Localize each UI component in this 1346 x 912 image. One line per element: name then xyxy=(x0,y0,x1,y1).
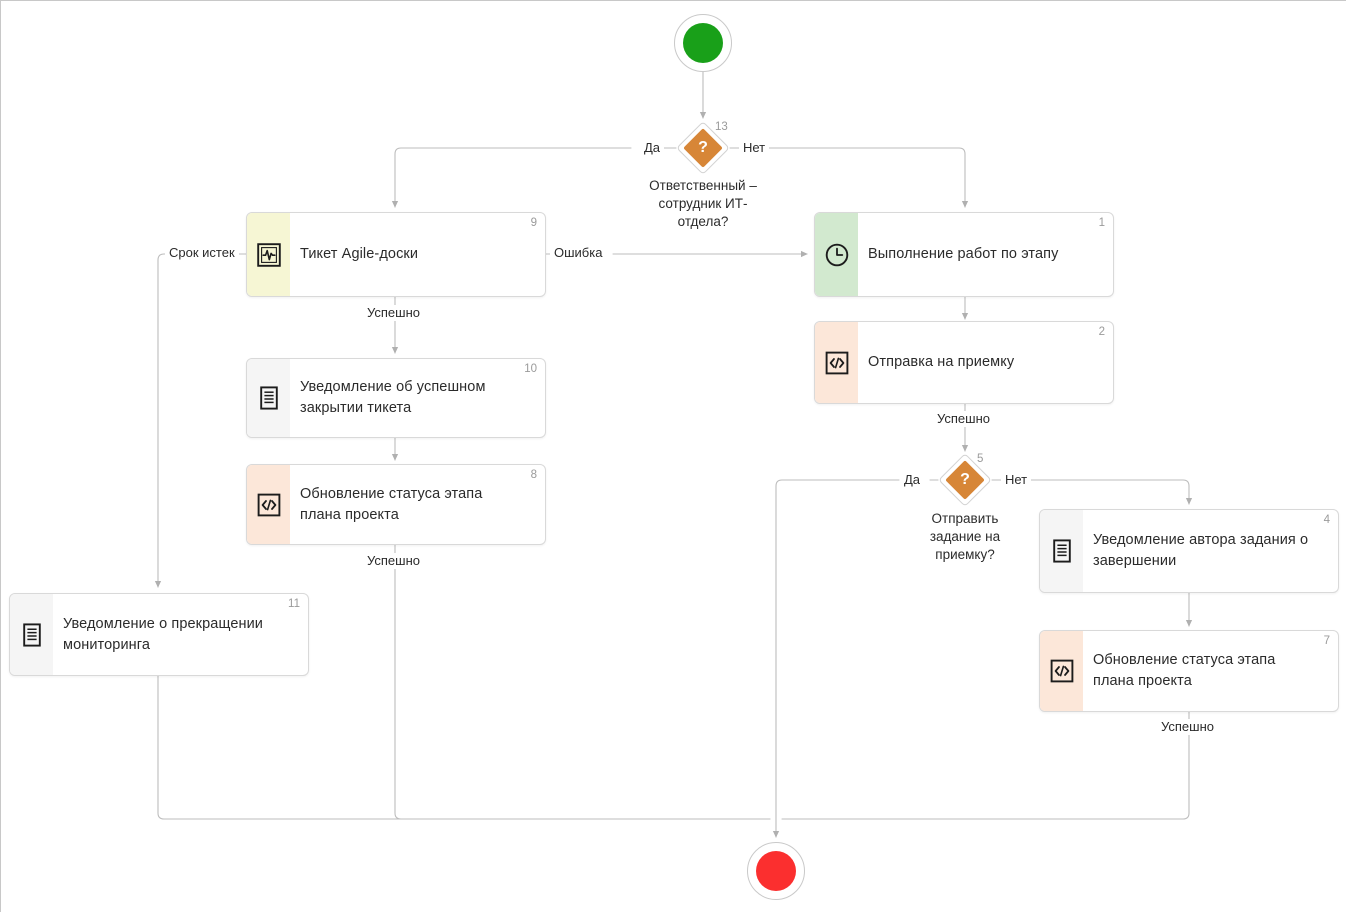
node-4-number: 4 xyxy=(1323,514,1330,526)
node-10-number: 10 xyxy=(524,363,537,375)
node-7-body: 7 Обновление статуса этапа плана проекта xyxy=(1083,631,1338,711)
node-1-execute-stage-work[interactable]: 1 Выполнение работ по этапу xyxy=(814,212,1114,297)
node-10-icon-strip xyxy=(247,359,290,437)
node-8-label: Обновление статуса этапа плана проекта xyxy=(300,484,482,526)
edge-label-gw5-yes: Да xyxy=(900,472,925,488)
edge-label-n9-expired: Срок истек xyxy=(165,245,239,261)
end-event[interactable] xyxy=(747,842,805,900)
code-brackets-icon xyxy=(825,351,848,374)
node-1-icon-strip xyxy=(815,213,858,296)
start-event-dot xyxy=(683,23,723,63)
node-7-update-stage-status[interactable]: 7 Обновление статуса этапа плана проекта xyxy=(1039,630,1339,712)
edge-label-n9-success: Успешно xyxy=(363,305,424,321)
edge-label-gw13-no: Нет xyxy=(739,140,770,156)
gateway-5-caption-line-3: приемку? xyxy=(935,547,995,562)
node-9-ticket-agile-board[interactable]: 9 Тикет Agile-доски xyxy=(246,212,546,297)
code-brackets-icon xyxy=(257,493,280,516)
code-brackets-icon xyxy=(1050,659,1073,683)
edge-label-gw13-yes: Да xyxy=(640,140,665,156)
gateway-13-caption-line-3: отдела? xyxy=(677,214,729,229)
node-11-body: 11 Уведомление о прекращении мониторинга xyxy=(53,594,308,675)
node-2-label: Отправка на приемку xyxy=(868,354,1015,370)
edge-label-n8-success: Успешно xyxy=(363,553,424,569)
edge-label-n9-error: Ошибка xyxy=(550,245,607,261)
start-event[interactable] xyxy=(674,14,732,72)
edge-n7-success-b xyxy=(781,733,1190,820)
node-9-body: 9 Тикет Agile-доски xyxy=(290,213,545,296)
edge-n11-to-end xyxy=(157,675,771,820)
node-11-label-line-1: Уведомление о прекращении xyxy=(63,615,263,632)
node-8-body: 8 Обновление статуса этапа плана проекта xyxy=(290,465,545,544)
node-1-label: Выполнение работ по этапу xyxy=(868,246,1059,262)
node-7-icon-strip xyxy=(1040,631,1083,711)
document-lines-icon xyxy=(1052,539,1071,563)
node-7-label-line-1: Обновление статуса этапа xyxy=(1093,652,1276,668)
node-4-body: 4 Уведомление автора задания о завершени… xyxy=(1083,510,1338,592)
node-11-number: 11 xyxy=(288,598,300,610)
edge-n9-expired xyxy=(154,253,170,588)
node-10-label-line-2: закрытии тикета xyxy=(300,400,412,416)
node-8-update-stage-status[interactable]: 8 Обновление статуса этапа плана проекта xyxy=(246,464,546,545)
node-7-label: Обновление статуса этапа плана проекта xyxy=(1093,650,1275,692)
document-lines-icon xyxy=(259,386,278,410)
node-2-send-for-acceptance[interactable]: 2 Отправка на приемку xyxy=(814,321,1114,404)
node-9-label: Тикет Agile-доски xyxy=(300,246,419,262)
edge-label-n2-success: Успешно xyxy=(933,411,994,427)
gateway-5-number: 5 xyxy=(977,453,984,465)
activity-pulse-icon xyxy=(256,242,281,267)
gateway-5[interactable]: ? 5 xyxy=(938,453,992,507)
node-8-label-line-2: плана проекта xyxy=(300,506,399,523)
edge-label-gw5-no: Нет xyxy=(1001,472,1032,488)
edge-gw13-no xyxy=(768,147,969,208)
node-4-label: Уведомление автора задания о завершении xyxy=(1093,530,1308,572)
edge-n8-success-b xyxy=(394,568,771,820)
node-9-icon-strip xyxy=(247,213,290,296)
node-8-number: 8 xyxy=(530,469,537,481)
node-1-number: 1 xyxy=(1098,217,1105,229)
node-4-label-line-1: Уведомление автора задания о xyxy=(1093,532,1309,548)
gateway-13-caption: Ответственный – сотрудник ИТ- отдела? xyxy=(637,177,769,231)
node-4-icon-strip xyxy=(1040,510,1083,592)
node-11-label-line-2: мониторинга xyxy=(63,636,150,653)
gateway-5-caption-line-2: задание на xyxy=(929,529,1001,544)
gateway-13-glyph: ? xyxy=(698,139,708,156)
node-7-number: 7 xyxy=(1323,635,1330,647)
node-8-label-line-1: Обновление статуса этапа xyxy=(300,485,483,502)
node-9-number: 9 xyxy=(530,217,537,229)
node-11-label: Уведомление о прекращении мониторинга xyxy=(63,614,263,656)
node-2-icon-strip xyxy=(815,322,858,403)
gateway-13-caption-line-2: сотрудник ИТ- xyxy=(658,196,748,211)
gateway-13-caption-line-1: Ответственный – xyxy=(649,178,757,193)
node-8-icon-strip xyxy=(247,465,290,544)
document-lines-icon xyxy=(22,622,41,647)
node-11-notification-monitoring-stopped[interactable]: 11 Уведомление о прекращении мониторинга xyxy=(9,593,309,676)
edge-label-n7-success: Успешно xyxy=(1157,719,1218,735)
gateway-13-number: 13 xyxy=(715,121,728,133)
node-1-body: 1 Выполнение работ по этапу xyxy=(858,213,1113,296)
node-7-label-line-2: плана проекта xyxy=(1093,673,1192,689)
node-10-body: 10 Уведомление об успешном закрытии тике… xyxy=(290,359,545,437)
node-11-icon-strip xyxy=(10,594,53,675)
node-10-label-line-1: Уведомление об успешном xyxy=(300,379,486,395)
node-10-label: Уведомление об успешном закрытии тикета xyxy=(300,377,486,419)
edge-gw5-no xyxy=(1030,479,1193,505)
node-4-notify-task-author-completion[interactable]: 4 Уведомление автора задания о завершени… xyxy=(1039,509,1339,593)
gateway-5-glyph: ? xyxy=(960,471,970,488)
gateway-5-caption: Отправить задание на приемку? xyxy=(907,510,1023,564)
gateway-13[interactable]: ? 13 xyxy=(676,121,730,175)
end-event-dot xyxy=(756,851,796,891)
edge-gw5-yes xyxy=(772,479,900,838)
clock-icon xyxy=(825,243,848,266)
node-2-number: 2 xyxy=(1098,326,1105,338)
gateway-5-caption-line-1: Отправить xyxy=(931,511,999,526)
node-10-notification-ticket-closed[interactable]: 10 Уведомление об успешном закрытии тике… xyxy=(246,358,546,438)
edge-gw13-yes xyxy=(391,147,632,208)
node-2-body: 2 Отправка на приемку xyxy=(858,322,1113,403)
node-4-label-line-2: завершении xyxy=(1093,553,1177,569)
